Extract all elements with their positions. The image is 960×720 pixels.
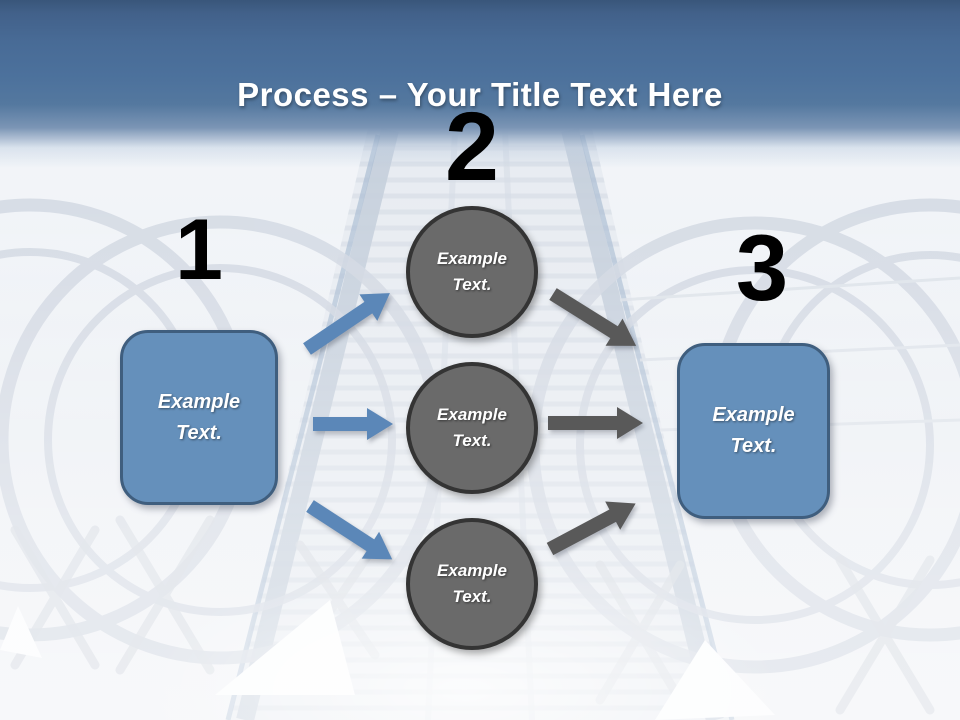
process-end-label: Example Text. <box>712 404 795 457</box>
process-circle-middle: Example Text. <box>406 362 538 494</box>
process-circle-top: Example Text. <box>406 206 538 338</box>
title-bar <box>0 0 960 168</box>
process-circle-bottom: Example Text. <box>406 518 538 650</box>
process-circle-bottom-label: Example Text. <box>437 560 507 606</box>
process-start-label: Example Text. <box>157 390 241 444</box>
title-subtitle: – Your Title Text Here <box>378 76 723 114</box>
step-number-2: 2 <box>445 92 499 201</box>
step-number-3: 3 <box>735 215 789 320</box>
process-start-box: Example Text. <box>120 330 278 505</box>
process-circle-top-label: Example Text. <box>437 248 507 294</box>
process-circle-middle-label: Example Text. <box>437 404 507 450</box>
title-keyword: Process <box>237 76 370 114</box>
process-end-box: Example Text. <box>677 343 830 519</box>
step-number-1: 1 <box>175 202 223 298</box>
slide-title: Process – Your Title Text Here <box>0 76 960 114</box>
